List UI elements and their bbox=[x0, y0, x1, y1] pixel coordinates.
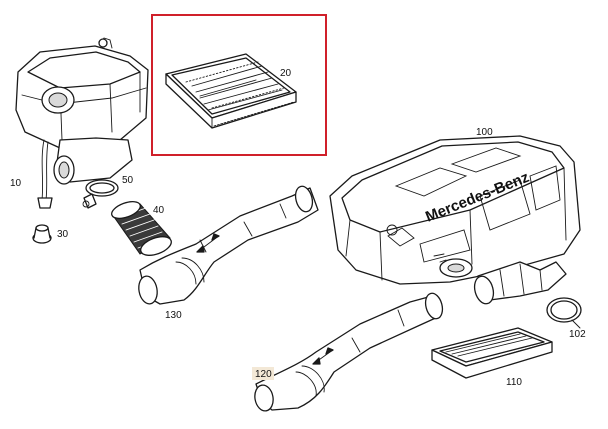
grommet-30 bbox=[32, 224, 52, 244]
label-120-badge bbox=[252, 367, 274, 380]
air-cleaner-housing-100: Mercedes-Benz bbox=[329, 135, 581, 305]
outlet-duct-120 bbox=[254, 292, 444, 412]
label-130: 130 bbox=[165, 310, 182, 321]
label-10: 10 bbox=[10, 178, 22, 189]
label-102: 102 bbox=[569, 329, 586, 340]
label-20: 20 bbox=[280, 68, 292, 79]
label-40: 40 bbox=[153, 205, 165, 216]
highlight-frame bbox=[151, 14, 327, 156]
seal-ring-102 bbox=[546, 297, 582, 329]
label-50: 50 bbox=[122, 175, 134, 186]
intake-duct-130 bbox=[138, 185, 319, 305]
label-30: 30 bbox=[57, 229, 69, 240]
hose-clamp-50 bbox=[82, 179, 119, 209]
filter-element-20 bbox=[165, 53, 297, 129]
air-filter-housing-10 bbox=[15, 37, 149, 209]
label-100: 100 bbox=[476, 127, 493, 138]
label-120: 120 bbox=[255, 369, 272, 380]
label-110: 110 bbox=[506, 377, 522, 388]
bellows-40 bbox=[111, 201, 172, 256]
filter-element-110 bbox=[431, 327, 553, 379]
